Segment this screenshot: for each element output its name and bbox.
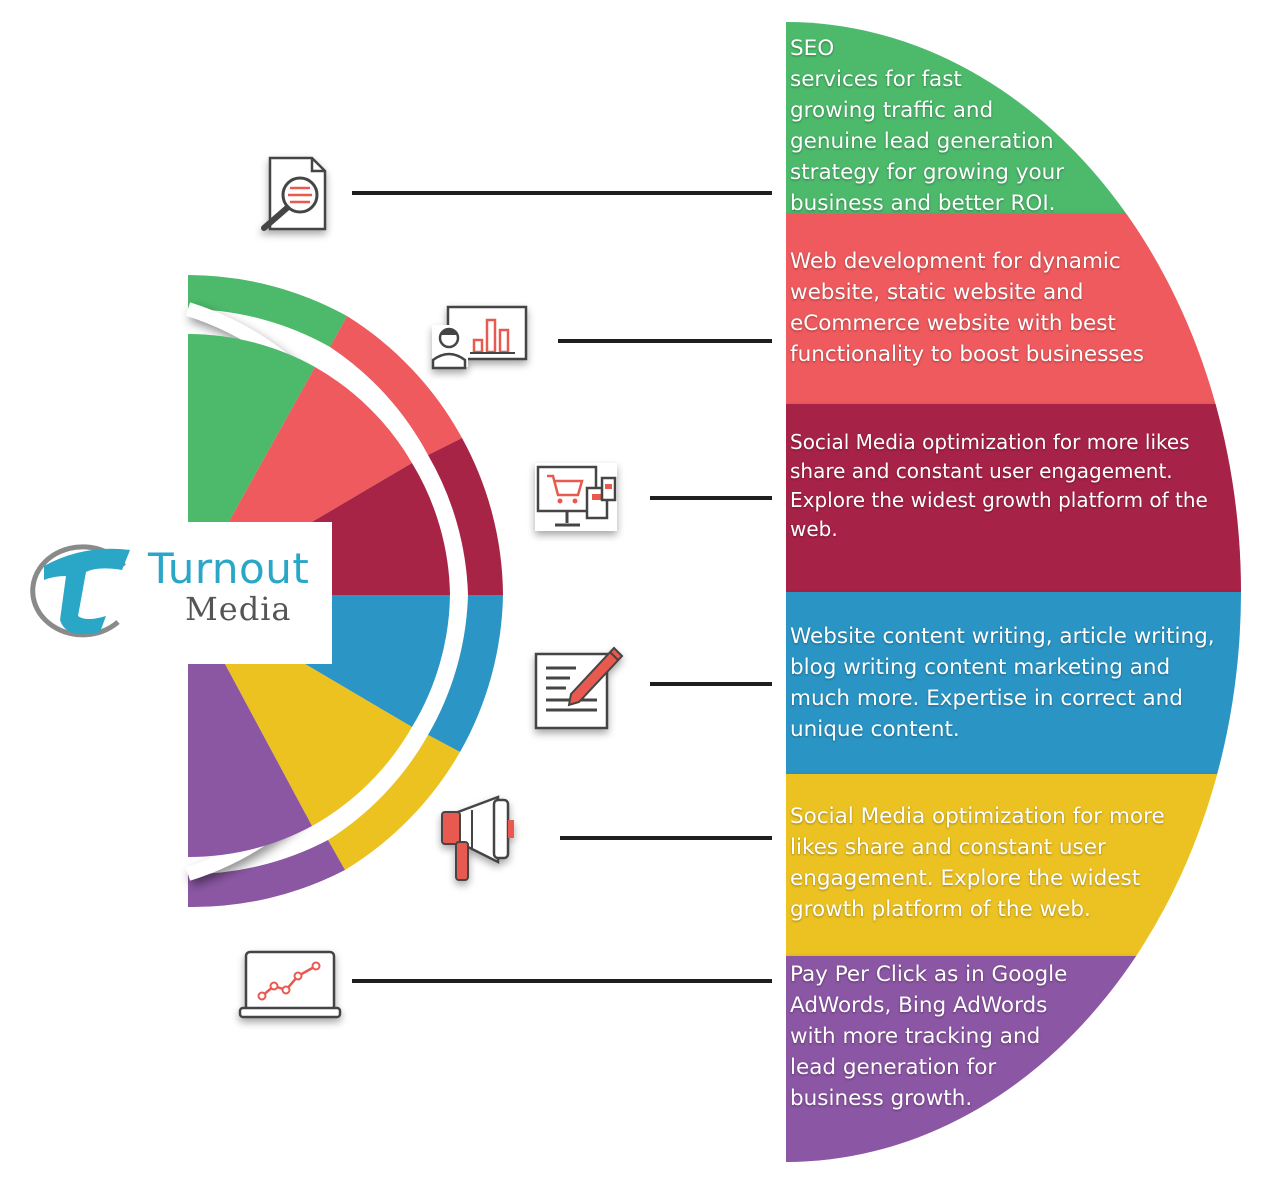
service-text-content-writing: Website content writing, article writing… xyxy=(790,624,1215,742)
megaphone-icon xyxy=(441,795,514,881)
turnout-t-logo-icon xyxy=(30,544,130,638)
ecommerce-cart-devices-icon xyxy=(535,463,617,531)
band-content-writing xyxy=(786,592,1241,776)
outer-ring-maroon xyxy=(428,438,503,595)
seo-document-magnifier-icon xyxy=(261,156,327,231)
logo-box xyxy=(0,522,332,664)
document-pencil-icon xyxy=(534,646,624,730)
service-text-web-development: Web development for dynamic website, sta… xyxy=(790,249,1144,367)
outer-ring-purple xyxy=(188,840,345,908)
logo-wordmark-turnout: Turnout xyxy=(148,544,310,593)
logo-wordmark-media: Media xyxy=(185,590,292,628)
presenter-bar-chart-icon xyxy=(431,305,528,370)
outer-ring-yellow xyxy=(328,735,460,870)
service-text-social-media-1: Social Media optimization for more likes… xyxy=(790,430,1208,541)
service-text-social-media-2: Social Media optimization for more likes… xyxy=(790,804,1165,922)
outer-ring-green xyxy=(188,275,347,347)
service-text-seo: SEO services for fast growing traffic an… xyxy=(790,36,1065,216)
connector-lines xyxy=(352,191,772,983)
outer-ring-blue xyxy=(428,595,503,752)
service-text-ppc: Pay Per Click as in Google AdWords, Bing… xyxy=(790,962,1068,1111)
laptop-line-chart-icon xyxy=(238,950,342,1019)
band-social-media-1 xyxy=(786,404,1241,594)
outer-ring-red xyxy=(330,316,462,455)
